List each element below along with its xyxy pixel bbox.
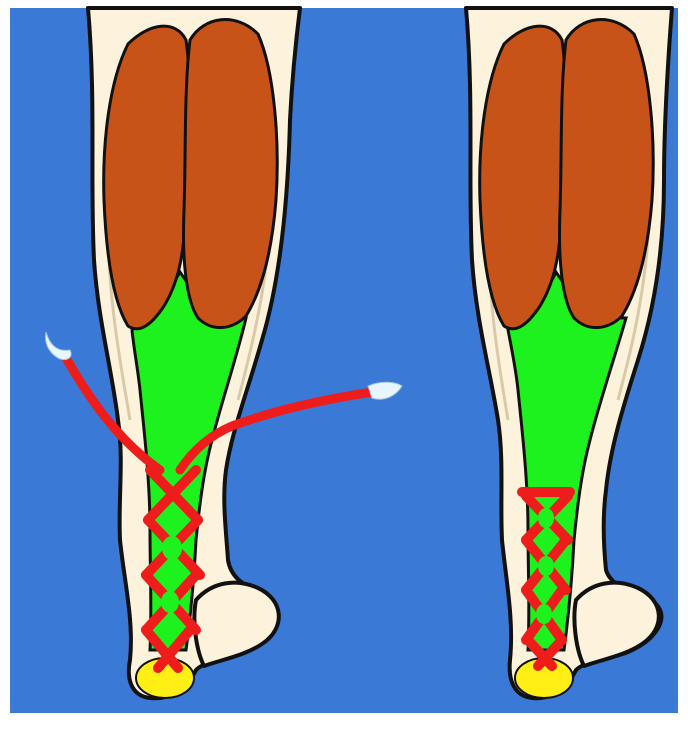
leg-right-gap-1	[538, 508, 554, 528]
leg-right-gap-2	[538, 556, 554, 576]
leg-right-gap-3	[536, 604, 552, 624]
leg-left-gap-1	[162, 536, 182, 560]
leg-left-gap-2	[161, 591, 179, 613]
